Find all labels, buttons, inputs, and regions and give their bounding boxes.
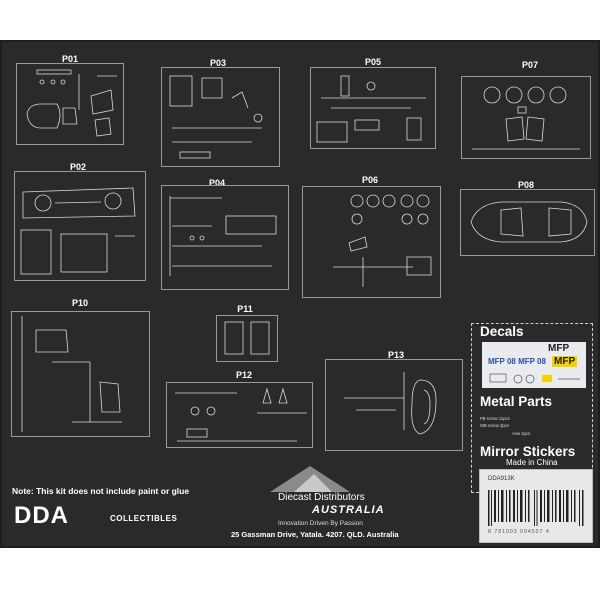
dda-collectibles-text: COLLECTIBLES [110, 514, 178, 523]
p06-parts-drawing [333, 194, 432, 287]
p05-parts-drawing [316, 75, 426, 143]
kit-note: Note: This kit does not include paint or… [12, 486, 190, 496]
metal-item-2: WB screw 3pcs [480, 423, 509, 428]
panel-label-p01: P01 [61, 54, 79, 64]
p13-parts-drawing [344, 372, 437, 435]
metal-parts-title: Metal Parts [480, 394, 553, 409]
decal-text-3: MFP [552, 356, 578, 367]
panel-p05 [310, 67, 436, 149]
p08-parts-drawing [470, 201, 588, 243]
p02-parts-drawing [20, 187, 136, 275]
p10-parts-drawing [21, 316, 122, 432]
panel-p08 [460, 189, 595, 256]
p04-parts-drawing [169, 196, 277, 276]
made-in-label: Made in China [506, 458, 558, 467]
mirror-stickers-title: Mirror Stickers [480, 444, 576, 459]
distributor-name: Diecast Distributors [278, 492, 365, 503]
panel-p10 [11, 311, 150, 437]
panel-label-p08: P08 [517, 180, 535, 190]
panel-label-p11: P11 [237, 304, 253, 314]
barcode-label: DDA913K 8 781003 094507 4 [479, 469, 593, 543]
p03-parts-drawing [169, 75, 263, 159]
panel-p07 [461, 76, 591, 159]
panel-p02 [14, 171, 146, 281]
p11-parts-drawing [224, 321, 270, 355]
decal-sheet: MFP MFP 08 MFP 08 MFP [482, 342, 586, 388]
panel-p01 [16, 63, 124, 145]
metal-item-3: Axle 2pcs [512, 431, 531, 436]
product-code: DDA913K [488, 476, 515, 482]
extras-box: Decals MFP MFP 08 MFP 08 MFP Metal Parts… [471, 323, 593, 493]
distributor-country: AUSTRALIA [312, 504, 385, 516]
barcode-digits: 8 781003 094507 4 [488, 529, 550, 535]
distributor-mountain-logo [270, 466, 350, 492]
panel-label-p04: P04 [208, 178, 226, 188]
panel-p03 [161, 67, 280, 167]
panel-label-p02: P02 [69, 162, 87, 172]
panel-p04 [161, 185, 289, 290]
panel-label-p12: P12 [235, 370, 253, 380]
decal-shapes [489, 373, 580, 384]
distributor-tagline: Innovation Driven By Passion [278, 520, 363, 527]
dda-logo: DDA [14, 502, 69, 529]
panel-p12 [166, 382, 313, 448]
panel-label-p06: P06 [361, 175, 379, 185]
panel-label-p07: P07 [521, 60, 539, 70]
panel-p11 [216, 315, 278, 362]
decal-text-1: MFP [548, 343, 570, 354]
distributor-address: 25 Gassman Drive, Yatala. 4207. QLD. Aus… [231, 530, 399, 539]
decals-title: Decals [480, 324, 524, 339]
panel-p13 [325, 359, 463, 451]
panel-p06 [302, 186, 441, 298]
panel-label-p03: P03 [209, 58, 227, 68]
kit-box-back: P01 P03 P05 [0, 40, 600, 548]
p12-parts-drawing [175, 387, 307, 442]
p01-parts-drawing [26, 69, 117, 137]
panel-label-p05: P05 [364, 57, 382, 67]
metal-item-1: PB screw 11pcs [480, 416, 510, 421]
decal-text-2: MFP 08 MFP 08 [488, 357, 546, 366]
panel-label-p10: P10 [71, 298, 89, 308]
p07-parts-drawing [472, 86, 580, 150]
panel-label-p13: P13 [387, 350, 405, 360]
barcode-bars [488, 490, 584, 526]
